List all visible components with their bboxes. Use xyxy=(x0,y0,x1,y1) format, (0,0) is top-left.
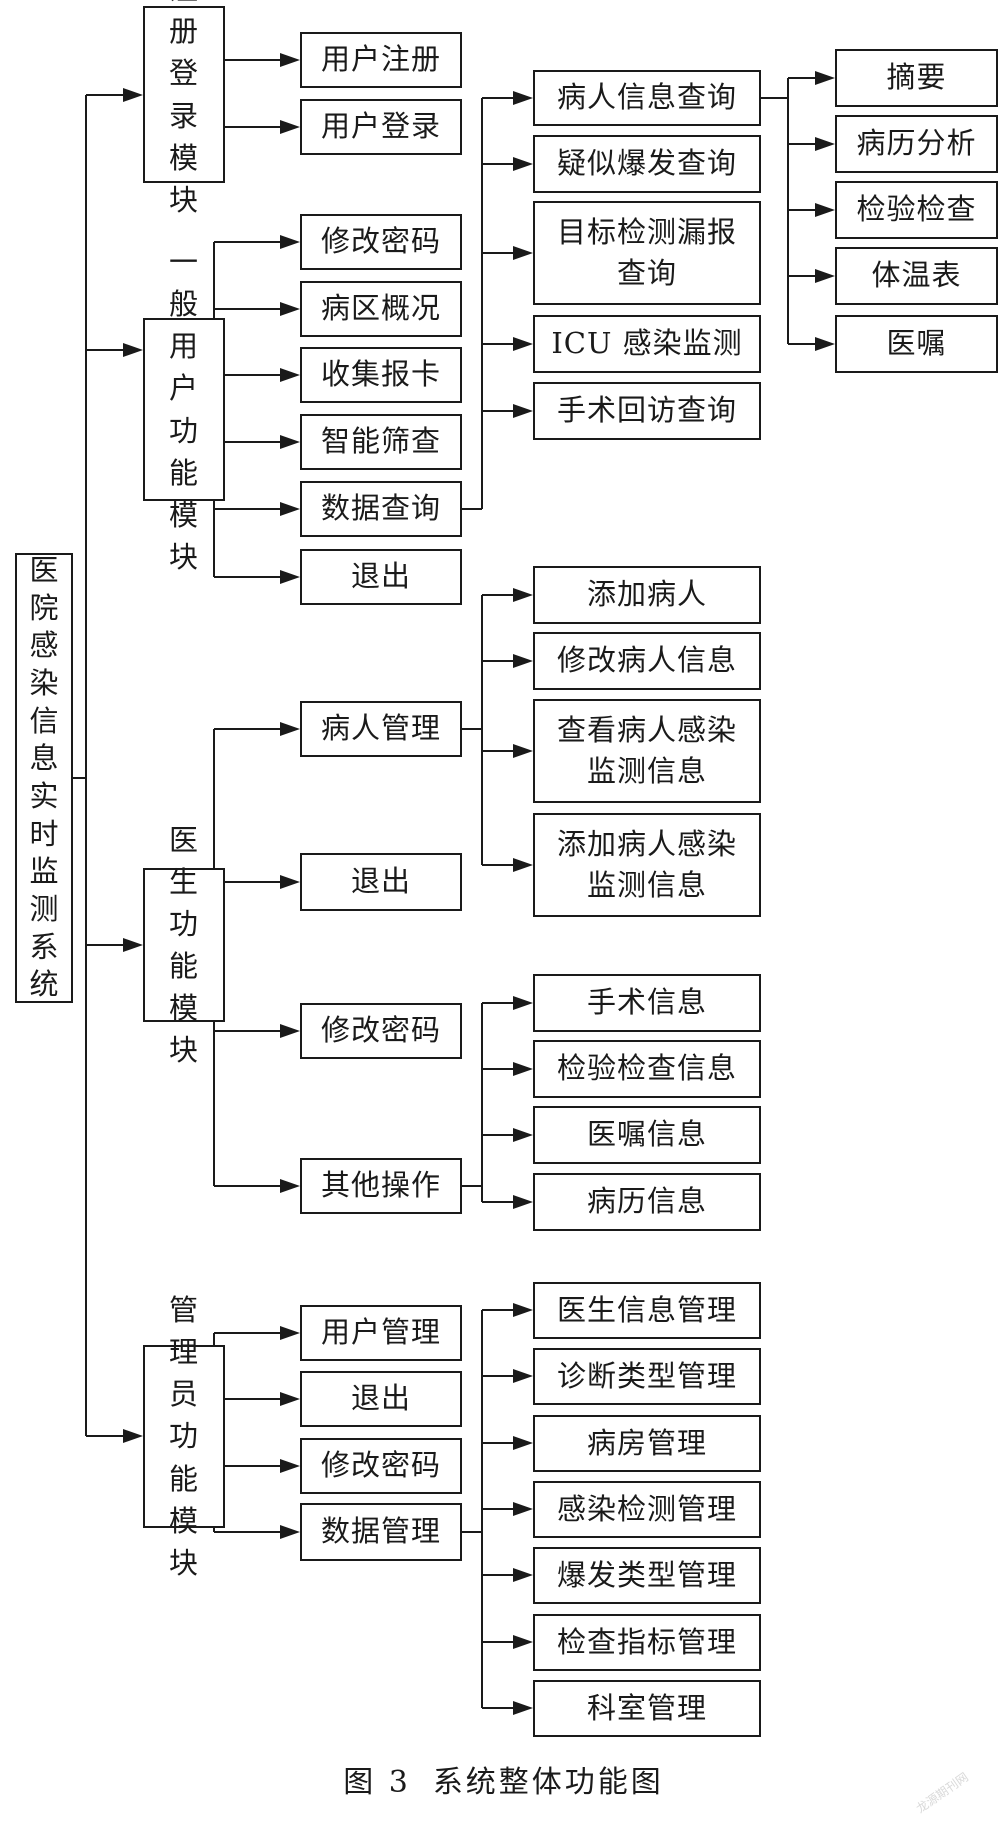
arrowhead xyxy=(513,654,533,668)
arrowhead xyxy=(280,1179,300,1193)
arrowhead xyxy=(280,1024,300,1038)
node-collect-report-card: 收集报卡 xyxy=(300,347,462,403)
arrowhead xyxy=(123,343,143,357)
node-doctor-orders: 医嘱 xyxy=(835,315,998,373)
figure-title: 系统整体功能图 xyxy=(432,1765,664,1800)
node-diagnosis-type-management: 诊断类型管理 xyxy=(533,1348,761,1405)
arrowhead xyxy=(513,1369,533,1383)
node-edit-patient-info: 修改病人信息 xyxy=(533,632,761,690)
arrowhead xyxy=(815,269,835,283)
node-patient-info-query: 病人信息查询 xyxy=(533,70,761,126)
node-user-management: 用户管理 xyxy=(300,1305,462,1361)
node-smart-screening: 智能筛查 xyxy=(300,414,462,470)
arrowhead xyxy=(815,137,835,151)
node-general-user-module: 一般用户功能模块 xyxy=(143,245,225,574)
arrowhead xyxy=(280,302,300,316)
arrowhead xyxy=(513,1195,533,1209)
arrowhead xyxy=(513,404,533,418)
arrowhead xyxy=(123,88,143,102)
node-summary: 摘要 xyxy=(835,49,998,107)
node-data-query: 数据查询 xyxy=(300,481,462,537)
node-temperature-chart: 体温表 xyxy=(835,247,998,305)
figure-number: 图 3 xyxy=(343,1765,411,1800)
node-ward-room-management: 病房管理 xyxy=(533,1415,761,1472)
arrowhead xyxy=(513,1701,533,1715)
node-root: 医院感染信息实时监测系统 xyxy=(15,553,73,1003)
arrowhead xyxy=(123,938,143,952)
node-other-operations: 其他操作 xyxy=(300,1158,462,1214)
arrowhead xyxy=(513,858,533,872)
node-outbreak-type-management: 爆发类型管理 xyxy=(533,1547,761,1604)
arrowhead xyxy=(513,1635,533,1649)
arrowhead xyxy=(280,1459,300,1473)
node-data-management: 数据管理 xyxy=(300,1503,462,1561)
node-lab-exam: 检验检查 xyxy=(835,181,998,239)
arrowhead xyxy=(513,1568,533,1582)
node-department-management: 科室管理 xyxy=(533,1680,761,1737)
arrowhead xyxy=(280,722,300,736)
arrowhead xyxy=(815,337,835,351)
arrowhead xyxy=(513,1062,533,1076)
arrowhead xyxy=(280,120,300,134)
arrowhead xyxy=(513,1436,533,1450)
arrowhead xyxy=(280,235,300,249)
node-exit-doctor: 退出 xyxy=(300,853,462,911)
arrowhead xyxy=(513,91,533,105)
node-admin-module: 管理员功能模块 xyxy=(143,1293,225,1580)
arrowhead xyxy=(280,435,300,449)
node-lab-exam-info: 检验检查信息 xyxy=(533,1040,761,1098)
node-doctor-info-management: 医生信息管理 xyxy=(533,1282,761,1339)
node-change-password-doctor: 修改密码 xyxy=(300,1003,462,1059)
node-view-patient-infection-info: 查看病人感染监测信息 xyxy=(533,699,761,803)
arrowhead xyxy=(513,337,533,351)
arrowhead xyxy=(513,1303,533,1317)
arrowhead xyxy=(123,1429,143,1443)
node-infection-detection-management: 感染检测管理 xyxy=(533,1481,761,1538)
node-surgery-followup-query: 手术回访查询 xyxy=(533,382,761,440)
node-check-indicator-management: 检查指标管理 xyxy=(533,1614,761,1671)
node-surgery-info: 手术信息 xyxy=(533,974,761,1032)
figure-caption: 图 3 系统整体功能图 xyxy=(0,1755,1007,1803)
arrowhead xyxy=(280,875,300,889)
arrowhead xyxy=(280,1392,300,1406)
arrowhead xyxy=(513,588,533,602)
arrowhead xyxy=(815,71,835,85)
node-medical-record-info: 病历信息 xyxy=(533,1173,761,1231)
node-icu-infection-monitoring: ICU 感染监测 xyxy=(533,315,761,373)
node-ward-overview: 病区概况 xyxy=(300,281,462,337)
node-change-password-general: 修改密码 xyxy=(300,214,462,270)
node-register-login-module: 注册登录模块 xyxy=(143,0,225,217)
arrowhead xyxy=(513,157,533,171)
node-suspected-outbreak-query: 疑似爆发查询 xyxy=(533,135,761,193)
arrowhead xyxy=(280,1326,300,1340)
arrowhead xyxy=(280,368,300,382)
node-exit-general: 退出 xyxy=(300,549,462,605)
arrowhead xyxy=(513,246,533,260)
node-add-patient-infection-info: 添加病人感染监测信息 xyxy=(533,813,761,917)
node-change-password-admin: 修改密码 xyxy=(300,1438,462,1494)
node-user-login: 用户登录 xyxy=(300,99,462,155)
node-doctor-orders-info: 医嘱信息 xyxy=(533,1106,761,1164)
node-patient-management: 病人管理 xyxy=(300,701,462,757)
arrowhead xyxy=(280,502,300,516)
node-doctor-module: 医生功能模块 xyxy=(143,823,225,1067)
arrowhead xyxy=(513,744,533,758)
arrowhead xyxy=(815,203,835,217)
arrowhead xyxy=(280,1525,300,1539)
arrowhead xyxy=(280,570,300,584)
node-target-detection-query: 目标检测漏报查询 xyxy=(533,201,761,305)
node-exit-admin: 退出 xyxy=(300,1371,462,1427)
arrowhead xyxy=(513,1502,533,1516)
arrowhead xyxy=(513,1128,533,1142)
arrowhead xyxy=(513,996,533,1010)
arrowhead xyxy=(280,53,300,67)
node-medical-record-analysis: 病历分析 xyxy=(835,115,998,173)
node-add-patient: 添加病人 xyxy=(533,566,761,624)
node-user-register: 用户注册 xyxy=(300,32,462,88)
